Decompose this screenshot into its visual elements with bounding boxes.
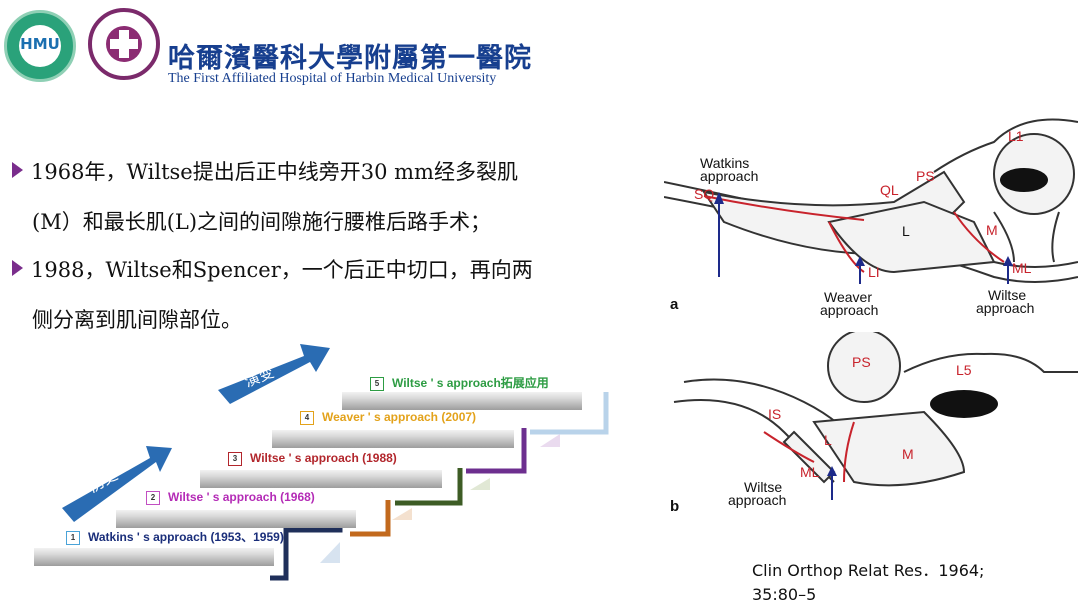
label-l1: L1 bbox=[1008, 128, 1024, 144]
anatomy-figure-a: Watkins approach SQ QL PS L1 L M LI ML W… bbox=[664, 112, 1078, 322]
label-ql: QL bbox=[880, 182, 899, 198]
weaver-approach-label-line2: approach bbox=[820, 302, 879, 318]
anatomy-drawing-b bbox=[673, 332, 1078, 500]
step-1-label: Watkins ' s approach (1953、1959) bbox=[88, 530, 284, 544]
step-3-label: Wiltse ' s approach (1988) bbox=[250, 451, 397, 465]
staircase-graphic bbox=[62, 344, 609, 581]
citation: Clin Orthop Relat Res．1964; 35:80–5 bbox=[752, 559, 984, 607]
label-l-a: L bbox=[902, 223, 910, 239]
bullet-1-line1: 1968年，Wiltse提出后正中线旁开30 mm经多裂肌 bbox=[31, 160, 518, 184]
bullet-arrow-icon bbox=[12, 162, 23, 178]
label-sq: SQ bbox=[694, 186, 715, 202]
step-bar-4 bbox=[272, 430, 514, 448]
step-5-label: Wiltse ' s approach拓展应用 bbox=[392, 376, 549, 390]
weaver-approach-label-line1: Weaver bbox=[824, 289, 872, 305]
anatomy-drawing-a bbox=[664, 118, 1078, 284]
bullet-2-line2: 侧分离到肌间隙部位。 bbox=[32, 308, 242, 332]
bullet-arrow-icon bbox=[12, 260, 23, 276]
label-m-a: M bbox=[986, 222, 998, 238]
wiltse-approach-b-line1: Wiltse bbox=[744, 479, 783, 495]
hmu-logo-center bbox=[19, 25, 61, 67]
figure-b-letter: b bbox=[670, 498, 680, 515]
label-l5: L5 bbox=[956, 362, 972, 378]
citation-line2: 35:80–5 bbox=[752, 585, 817, 604]
label-ml-a: ML bbox=[1012, 260, 1032, 276]
citation-line1: Clin Orthop Relat Res．1964; bbox=[752, 561, 985, 580]
wiltse-approach-a-line1: Wiltse bbox=[988, 287, 1027, 303]
bullet-1: 1968年，Wiltse提出后正中线旁开30 mm经多裂肌 bbox=[12, 152, 518, 192]
step-2-label: Wiltse ' s approach (1968) bbox=[168, 490, 315, 504]
step-bar-5 bbox=[342, 392, 582, 410]
bullet-2: 1988，Wiltse和Spencer，一个后正中切口，再向两 bbox=[12, 250, 533, 290]
step-bar-2 bbox=[116, 510, 356, 528]
label-ps-a: PS bbox=[916, 168, 935, 184]
step-bar-3 bbox=[200, 470, 442, 488]
bullet-1-line2: (M）和最长肌(L)之间的间隙施行腰椎后路手术； bbox=[32, 210, 492, 234]
hospital-name-chinese: 哈爾濱醫科大學附屬第一醫院 bbox=[168, 43, 532, 74]
hospital-seal-logo bbox=[88, 8, 160, 80]
label-ps-b: PS bbox=[852, 354, 871, 370]
anatomy-figure-b: PS L5 IS L M ML Wiltse approach b bbox=[664, 332, 1078, 520]
step-bar-1 bbox=[34, 548, 274, 566]
wiltse-approach-a-line2: approach bbox=[976, 300, 1035, 316]
step-4-label: Weaver ' s approach (2007) bbox=[322, 410, 477, 424]
hospital-name-english: The First Affiliated Hospital of Harbin … bbox=[168, 71, 497, 86]
watkins-approach-label-line1: Watkins bbox=[700, 155, 750, 171]
bullet-2-line1: 1988，Wiltse和Spencer，一个后正中切口，再向两 bbox=[31, 258, 533, 282]
label-m-b: M bbox=[902, 446, 914, 462]
label-is: IS bbox=[768, 406, 782, 422]
hmu-logo: HMU bbox=[4, 10, 76, 82]
watkins-approach-label-line2: approach bbox=[700, 168, 759, 184]
figure-a-letter: a bbox=[670, 296, 679, 313]
label-ml-b: ML bbox=[800, 464, 820, 480]
label-l-b: L bbox=[824, 432, 832, 448]
label-li: LI bbox=[868, 264, 880, 280]
wiltse-approach-b-line2: approach bbox=[728, 492, 787, 508]
hmu-logo-text: HMU bbox=[20, 35, 60, 53]
